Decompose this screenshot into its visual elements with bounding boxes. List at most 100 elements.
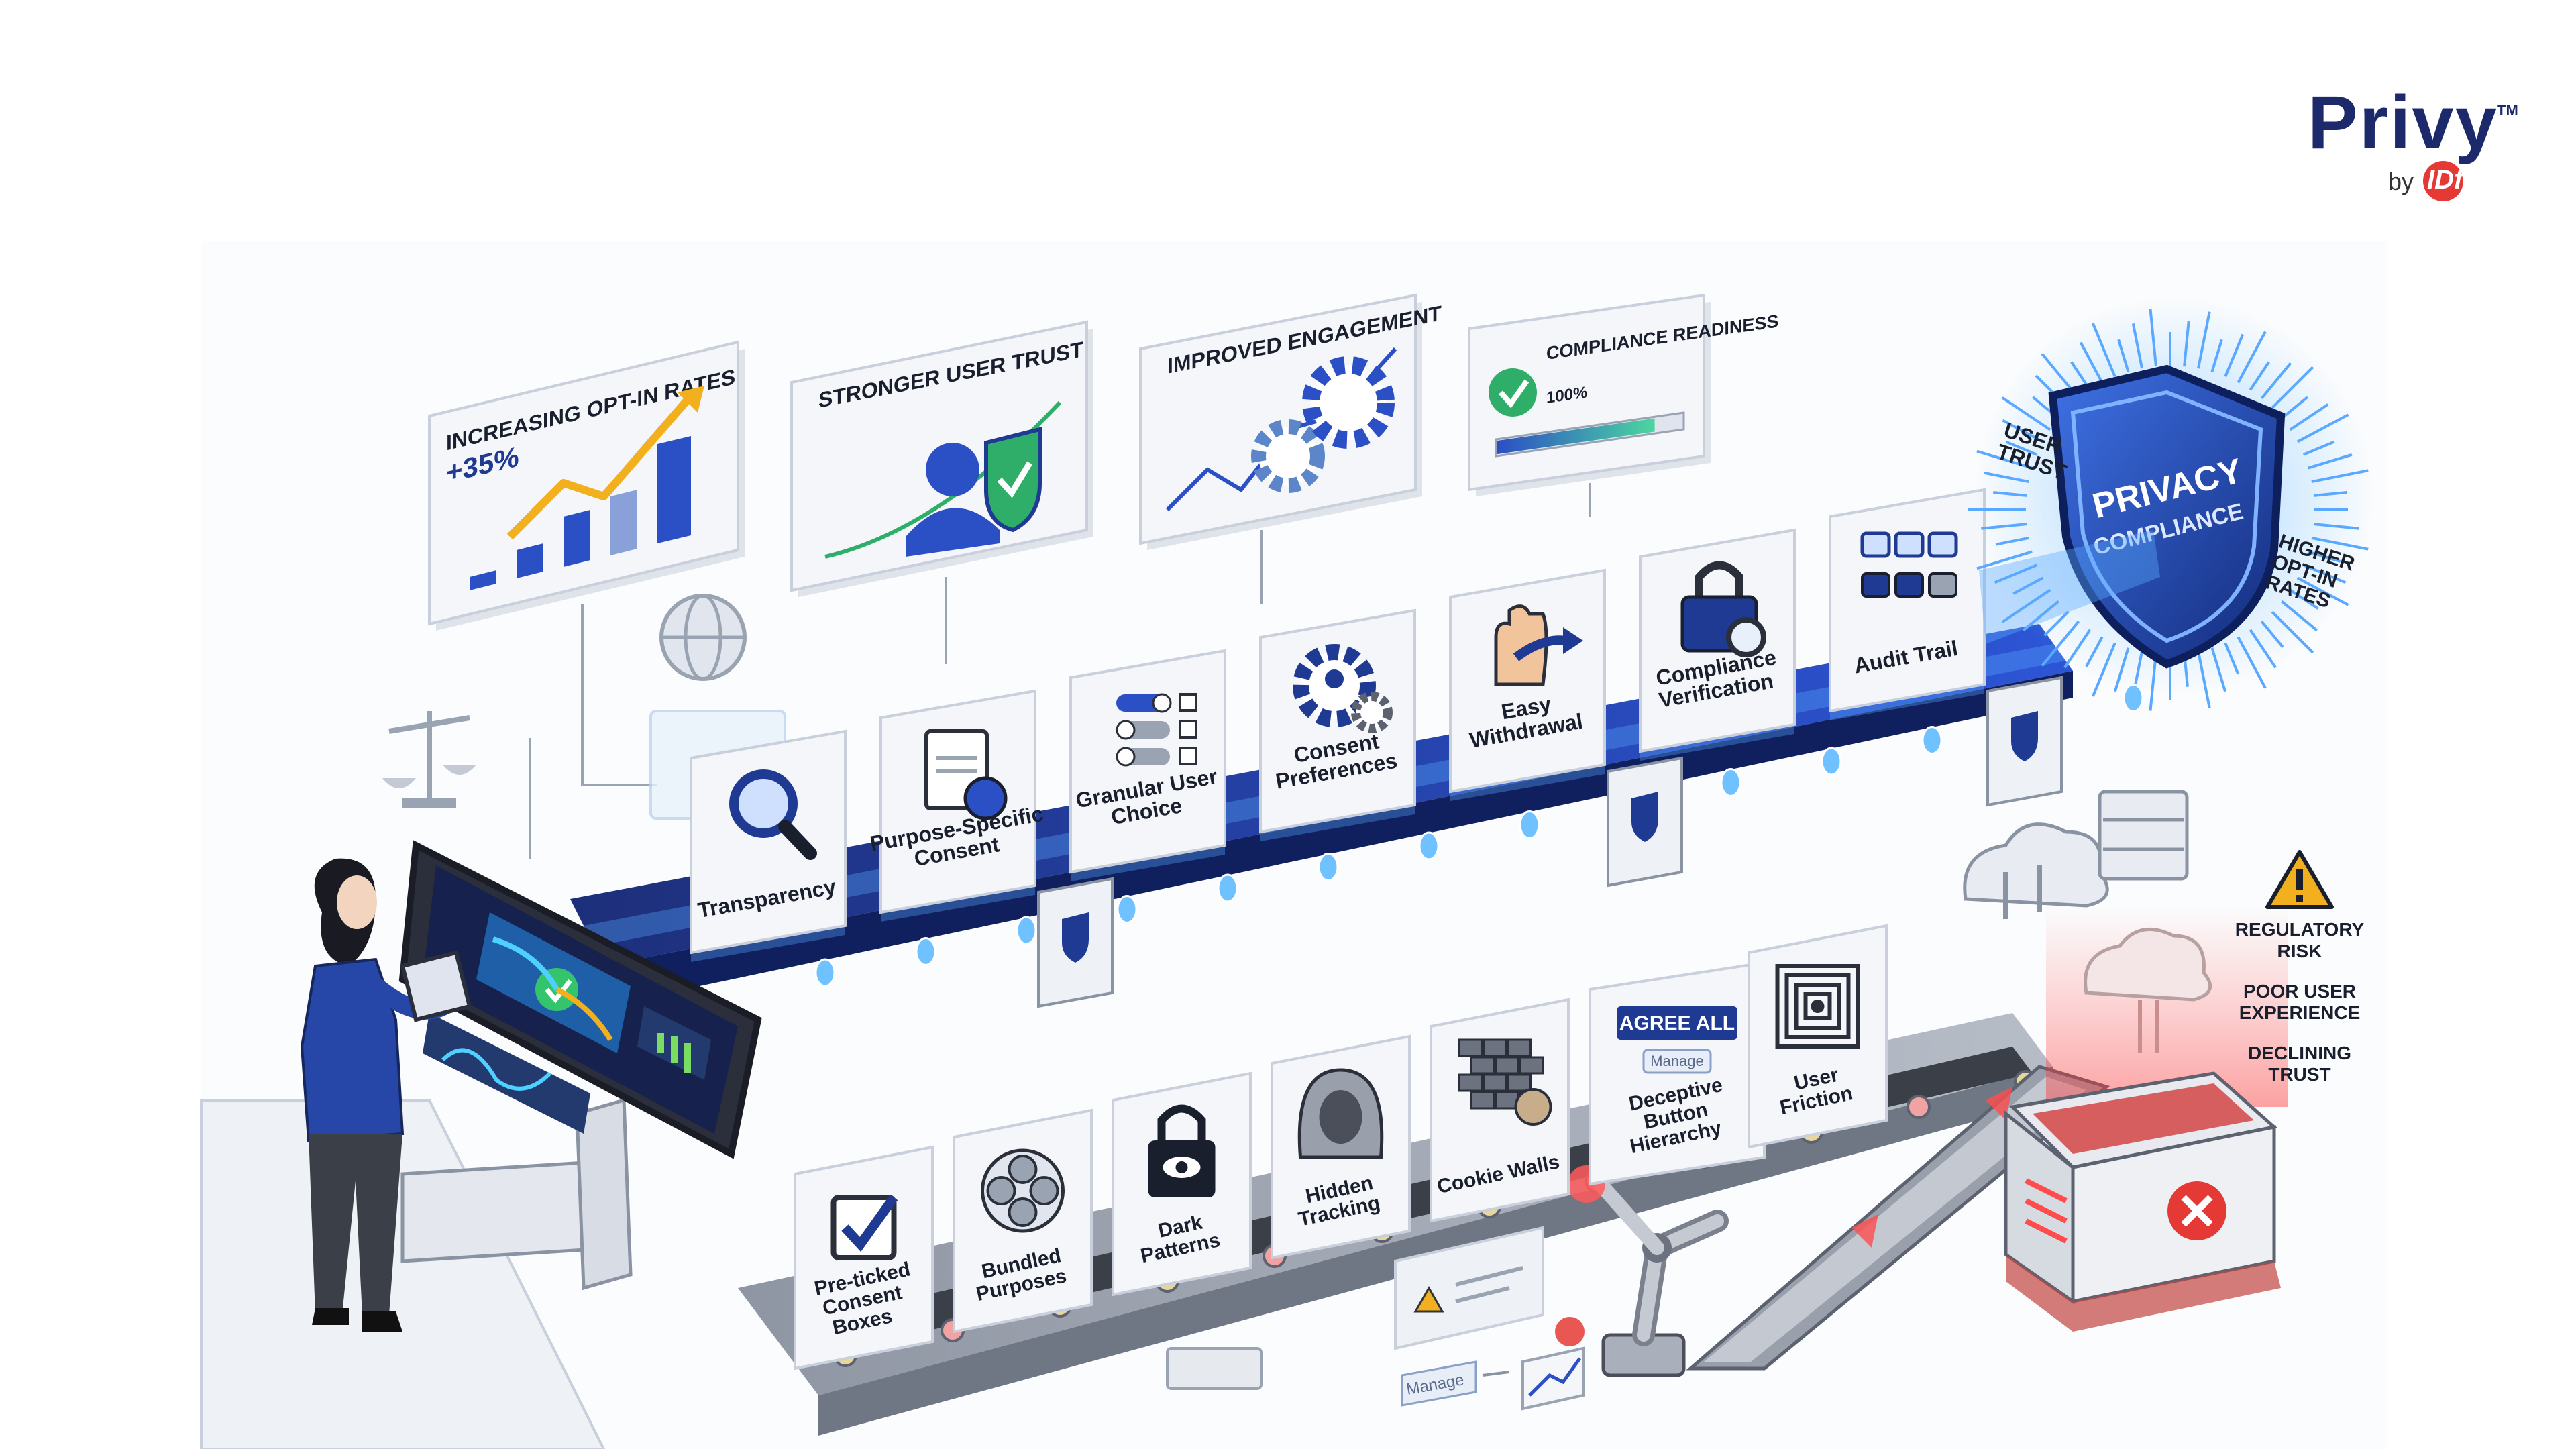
roller-light [1217,873,1238,903]
light-ray [2313,491,2347,497]
brick-cookie-icon [1519,1056,1544,1075]
hand-arrow-icon [1494,604,1548,686]
roller-light [1418,831,1440,861]
bundle-icon [1008,1155,1038,1184]
padlock-eye-icon [1148,1104,1216,1197]
maze-icon [1794,983,1841,1030]
scales-icon [382,711,476,808]
operator-figure [300,858,472,1332]
bad-card-cookie-walls: Cookie Walls [1430,998,1570,1223]
operator-kiosk [398,840,762,1291]
light-ray [2149,653,2157,711]
magnifier-icon [729,769,798,838]
shield-icon [1062,912,1089,963]
light-ray [2183,321,2190,367]
toggles-icon [1116,693,1197,767]
brick-cookie-icon [1507,1038,1532,1057]
benefit-card-trust: STRONGER USER TRUST [790,320,1093,597]
light-ray [1995,536,2029,546]
flow-icon [1894,531,1925,558]
robotic-arm [1568,1165,1729,1377]
light-ray [2134,651,2144,685]
roller-light [1016,916,1037,945]
light-ray [2249,629,2277,669]
maze-icon [1803,992,1832,1020]
light-ray [2302,440,2335,456]
light-ray [2280,396,2309,420]
card-face [1829,488,1986,713]
hood-icon [1319,1090,1362,1144]
hood-icon [1297,1068,1384,1159]
roller-light [1921,726,1943,755]
roller-light [1720,768,1741,797]
flow-icon [1894,572,1924,598]
brick-cookie-icon [1483,1073,1507,1092]
light-ray [1993,491,2027,497]
light-ray [2224,642,2240,675]
light-ray [2308,550,2341,563]
manage-snippet: Manage [1401,1317,1585,1411]
brand-by: by [2388,168,2414,195]
light-ray [2005,440,2038,456]
idfy-logo-text: IDfy [2427,165,2478,195]
flow-icon [1927,531,1958,558]
hand-arrow-icon [1513,635,1567,661]
flow-icon [1861,572,1890,598]
flow-icon [1928,572,1957,598]
brick-cookie-icon [1495,1056,1519,1075]
light-ray [2131,323,2144,369]
light-ray [2149,309,2157,367]
gear-user-icon [1325,669,1344,688]
toggles-icon [1116,720,1136,740]
flow-icon [1860,531,1958,598]
risk-item-regulatory-risk: REGULATORY [2235,919,2365,940]
light-ray [2260,362,2292,400]
light-ray [2063,629,2092,669]
document-check-icon [924,729,1008,820]
magnifier-icon [778,820,817,860]
risk-item-poor-user-experience: EXPERIENCE [2239,1002,2361,1023]
roller-marker [1907,1095,1931,1119]
light-ray [2289,403,2329,431]
server-icon [2098,790,2189,881]
brick-cookie-icon [1458,1073,1483,1092]
agree-all-icon [1642,1049,1712,1074]
brick-cookie-icon [1458,1038,1552,1126]
light-ray [2224,333,2245,378]
light-ray [2041,620,2080,667]
light-ray [1984,471,2029,484]
light-ray [2113,647,2130,692]
light-ray [2091,323,2116,378]
globe-icon [659,594,747,681]
bundle-icon [981,1148,1065,1233]
reject-bin [2004,906,2288,1332]
light-ray [1994,564,2038,584]
roller-light [1318,853,1339,881]
warning-panel [1394,1226,1544,1350]
benefit-card-opt-in: INCREASING OPT-IN RATES +35% [428,340,745,631]
magnifier-icon [729,769,817,860]
bundle-icon [1008,1197,1038,1227]
light-ray [1976,550,2033,570]
light-ray [2196,311,2211,369]
light-ray [1981,523,2027,530]
roller-light [915,937,936,966]
red-cloud-icon [2084,927,2212,1053]
light-ray [1976,449,2033,470]
checkbox-icon [830,1194,898,1260]
padlock-eye-icon [1175,1161,1188,1173]
toggles-icon [1116,747,1136,767]
brick-cookie-icon [1483,1038,1507,1057]
brand-name: Privy [2308,80,2498,164]
light-ray [2296,576,2349,606]
maze-icon [1784,973,1851,1039]
brand-trademark: TM [2497,102,2518,119]
